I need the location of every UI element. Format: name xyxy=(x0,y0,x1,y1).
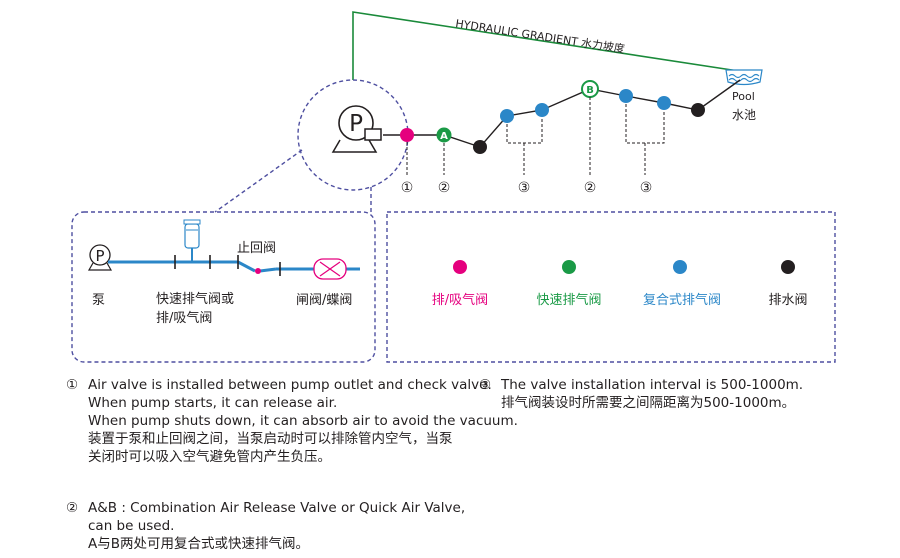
inset-gate-valve-icon xyxy=(313,258,347,280)
black-drain-valve-dot xyxy=(473,140,487,154)
note-line: The valve installation interval is 500-1… xyxy=(501,377,804,393)
legend: 排/吸气阀 快速排气阀 复合式排气阀 排水阀 xyxy=(432,260,808,308)
legend-label: 快速排气阀 xyxy=(536,292,601,308)
note-1: ① Air valve is installed between pump ou… xyxy=(66,376,518,466)
zoom-line-left xyxy=(214,149,303,213)
svg-text:P: P xyxy=(349,111,363,137)
legend-label: 排水阀 xyxy=(768,293,807,308)
note-line: can be used. xyxy=(88,518,175,534)
position-number: ② xyxy=(584,180,597,196)
blue-air-valve-dot xyxy=(657,96,671,110)
position-number: ③ xyxy=(640,180,653,196)
blue-air-valve-dot xyxy=(535,103,549,117)
pump-icon: P xyxy=(331,105,382,153)
hydraulic-gradient-label: HYDRAULIC GRADIENT 水力坡度 xyxy=(455,16,626,56)
pool-label-cn: 水池 xyxy=(732,108,756,122)
pump-detail-box xyxy=(71,211,376,363)
blue-air-valve-dot xyxy=(500,109,514,123)
pool-icon xyxy=(725,69,763,86)
blue-air-valve-dot xyxy=(619,89,633,103)
note-line: A与B两处可用复合式或快速排气阀。 xyxy=(88,536,309,552)
note-line: When pump starts, it can release air. xyxy=(88,395,338,411)
note-line: Air valve is installed between pump outl… xyxy=(88,377,492,393)
note-number: ③ xyxy=(479,377,492,393)
legend-box xyxy=(386,211,836,363)
valve-b: B xyxy=(581,80,599,98)
hydraulic-gradient-line xyxy=(352,11,746,80)
valve-a: A xyxy=(436,127,452,143)
inset-pipe xyxy=(108,260,360,273)
note-line: A&B : Combination Air Release Valve or Q… xyxy=(88,500,466,516)
leader-lines xyxy=(406,97,665,175)
legend-marker xyxy=(562,260,576,274)
svg-text:P: P xyxy=(95,247,104,265)
pool-label: Pool xyxy=(732,90,755,103)
legend-label: 排/吸气阀 xyxy=(432,292,488,308)
note-line: 排气阀装设时所需要之间隔距离为500-1000m。 xyxy=(501,395,796,411)
inset-flange-marks xyxy=(174,255,281,276)
legend-label: 复合式排气阀 xyxy=(643,292,721,308)
legend-marker xyxy=(781,260,795,274)
inset-check-valve-icon xyxy=(255,268,261,274)
pipeline xyxy=(383,79,741,148)
position-number: ② xyxy=(438,180,451,196)
note-line: When pump shuts down, it can absorb air … xyxy=(88,413,518,429)
black-drain-valve-dot xyxy=(691,103,705,117)
note-number: ① xyxy=(66,377,79,393)
legend-marker xyxy=(673,260,687,274)
note-2: ② A&B : Combination Air Release Valve or… xyxy=(66,499,465,553)
inset-pump-icon: P xyxy=(87,244,113,271)
inset-pump-label: 泵 xyxy=(92,293,105,308)
inset-air-valve-icon xyxy=(183,219,201,262)
position-number: ③ xyxy=(518,180,531,196)
svg-text:A: A xyxy=(440,131,448,142)
note-number: ② xyxy=(66,500,79,516)
note-line: 装置于泵和止回阀之间，当泵启动时可以排除管内空气，当泵 xyxy=(88,431,453,447)
legend-marker xyxy=(453,260,467,274)
pink-air-valve-dot xyxy=(400,128,414,142)
position-number: ① xyxy=(401,180,414,196)
note-line: 关闭时可以吸入空气避免管内产生负压。 xyxy=(88,449,331,465)
inset-check-valve-label: 止回阀 xyxy=(237,241,276,256)
inset-gate-valve-label: 闸阀/蝶阀 xyxy=(296,293,352,308)
svg-text:B: B xyxy=(586,85,594,96)
inset-air-valve-label: 快速排气阀或 xyxy=(156,291,234,307)
inset-air-valve-label: 排/吸气阀 xyxy=(156,310,212,326)
note-3: ③ The valve installation interval is 500… xyxy=(479,376,803,412)
